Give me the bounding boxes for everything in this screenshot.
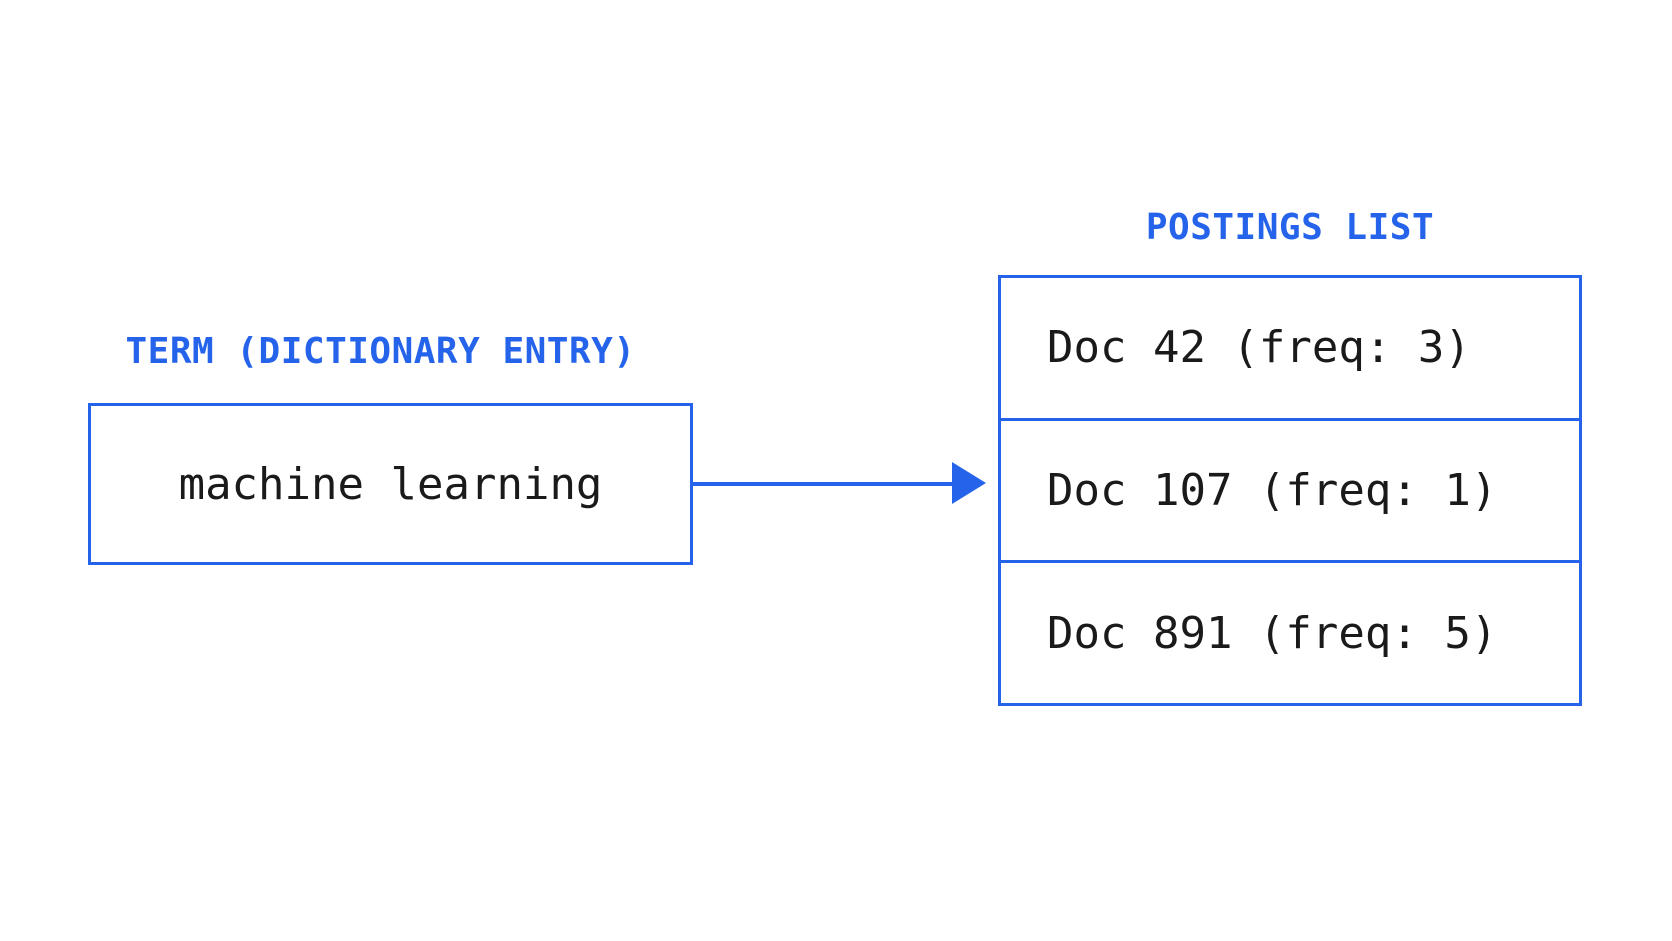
term-to-postings-arrow-line bbox=[693, 482, 954, 486]
term-section-label: TERM (DICTIONARY ENTRY) bbox=[125, 331, 636, 372]
postings-list-box: Doc 42 (freq: 3) Doc 107 (freq: 1) Doc 8… bbox=[998, 275, 1582, 706]
posting-entry: Doc 107 (freq: 1) bbox=[1047, 465, 1498, 516]
term-value: machine learning bbox=[178, 458, 603, 510]
posting-row: Doc 891 (freq: 5) bbox=[1001, 560, 1579, 703]
posting-entry: Doc 42 (freq: 3) bbox=[1047, 322, 1471, 374]
term-dictionary-entry-box: machine learning bbox=[88, 403, 693, 565]
postings-section-label: POSTINGS LIST bbox=[1145, 207, 1435, 248]
arrow-head-icon bbox=[952, 462, 986, 504]
posting-row: Doc 107 (freq: 1) bbox=[1001, 417, 1579, 561]
posting-row: Doc 42 (freq: 3) bbox=[1001, 278, 1579, 418]
posting-entry: Doc 891 (freq: 5) bbox=[1047, 607, 1498, 659]
